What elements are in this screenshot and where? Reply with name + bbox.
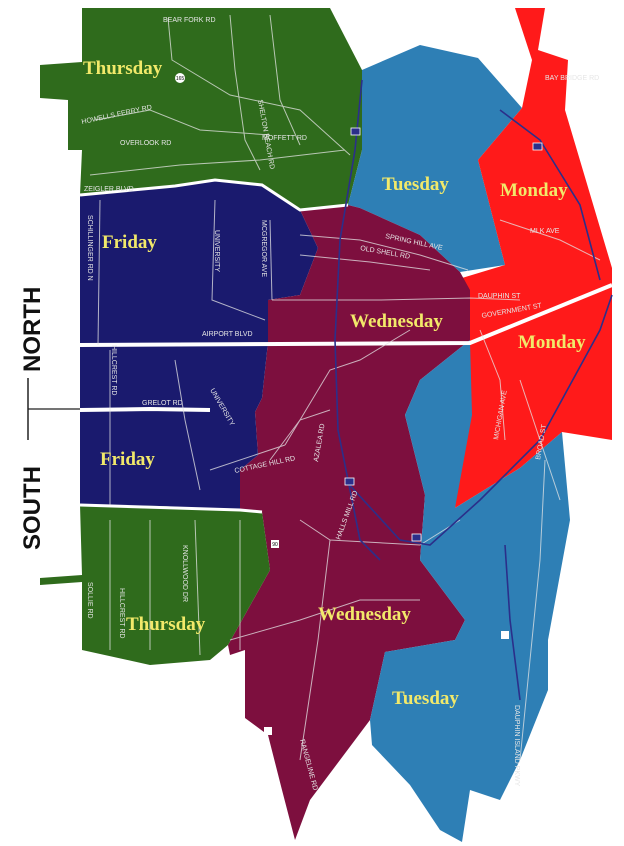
- svg-text:90: 90: [272, 542, 278, 548]
- road-label-university-north: UNIVERSITY: [213, 230, 220, 272]
- us90-shield-south: [501, 631, 509, 639]
- interstate-lines: [334, 79, 613, 701]
- i65-shield-north: 165: [175, 73, 185, 83]
- day-label-wednesday-north: Wednesday: [350, 311, 443, 332]
- road-label-hillcrest-north: HILLCREST RD: [110, 345, 117, 395]
- day-label-monday-north: Monday: [500, 180, 568, 201]
- road-label-mcgregor: MCGREGOR AVE: [260, 220, 267, 277]
- road-label-moffett: MOFFETT RD: [262, 135, 307, 142]
- road-label-zeigler: ZEIGLER BLVD: [84, 186, 134, 193]
- zone-thursday-north: [40, 8, 362, 210]
- road-lines: [89, 14, 601, 761]
- day-label-thursday-north: Thursday: [83, 58, 163, 79]
- zone-friday-south: [80, 342, 268, 510]
- road-label-schillinger: SCHILLINGER RD N: [86, 215, 93, 281]
- road-label-mlk: MLK AVE: [530, 228, 560, 235]
- zone-friday-north: [80, 180, 318, 345]
- svg-text:165: 165: [176, 76, 185, 82]
- road-label-bear-fork: BEAR FORK RD: [163, 17, 216, 24]
- road-label-dauphin: DAUPHIN ST: [478, 293, 521, 300]
- route-shield-south: [264, 727, 272, 735]
- i10-shield: [344, 477, 355, 486]
- i10-shield-east: [411, 533, 422, 542]
- road-label-overlook: OVERLOOK RD: [120, 140, 171, 147]
- us90-shield: 90: [271, 540, 279, 548]
- zone-monday: [455, 8, 612, 508]
- i165-shield: [532, 142, 543, 151]
- road-label-airport: AIRPORT BLVD: [202, 331, 253, 338]
- road-label-dauphin-island: DAUPHIN ISLAND PKWY: [513, 705, 520, 787]
- zone-tuesday-north: [348, 45, 522, 272]
- day-label-wednesday-south: Wednesday: [318, 604, 411, 625]
- day-label-thursday-south: Thursday: [126, 614, 206, 635]
- zone-dividers: [22, 178, 613, 514]
- road-label-hillcrest-south: HILLCREST RD: [118, 588, 125, 638]
- day-label-friday-north: Friday: [102, 232, 157, 253]
- zone-tuesday-south: [370, 340, 570, 842]
- zone-wednesday: [228, 205, 470, 840]
- day-label-tuesday-north: Tuesday: [382, 174, 449, 195]
- north-label: NORTH: [19, 287, 46, 372]
- i65-shield: [350, 127, 361, 136]
- day-label-friday-south: Friday: [100, 449, 155, 470]
- zone-thursday-south: [40, 505, 270, 665]
- day-label-tuesday-south: Tuesday: [392, 688, 459, 709]
- road-label-knollwood: KNOLLWOOD DR: [181, 545, 188, 602]
- road-label-grelot: GRELOT RD: [142, 400, 183, 407]
- road-label-sollie: SOLLIE RD: [86, 582, 93, 619]
- day-label-monday-south: Monday: [518, 332, 586, 353]
- south-label: SOUTH: [19, 466, 46, 550]
- road-label-bay-bridge: BAY BRIDGE RD: [545, 75, 599, 82]
